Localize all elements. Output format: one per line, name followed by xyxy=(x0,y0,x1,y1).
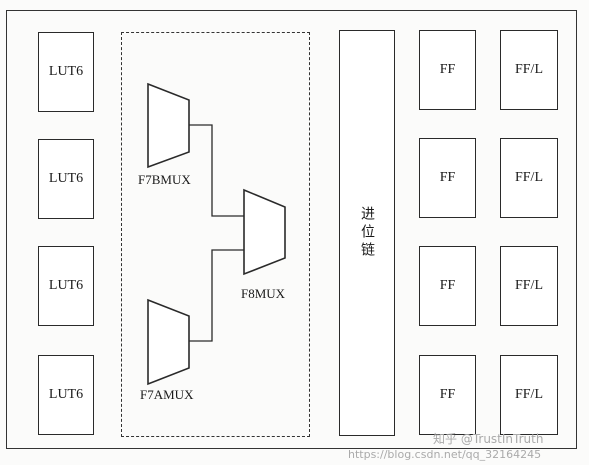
carry-chain-label: 进位链 xyxy=(359,206,375,260)
f8mux-shape xyxy=(243,188,286,276)
lut6-block-3: LUT6 xyxy=(38,246,94,326)
wire-f7a-to-f8 xyxy=(189,249,244,342)
watermark-zhihu: 知乎 @TrustInTruth xyxy=(433,432,544,446)
carry-chain-block: 进位链 xyxy=(339,30,395,436)
f7bmux-label: F7BMUX xyxy=(138,172,191,187)
wire-f7b-to-f8 xyxy=(189,124,244,217)
ffl-block-3: FF/L xyxy=(500,246,558,326)
ff-label: FF xyxy=(439,170,456,185)
ff-block-2: FF xyxy=(419,138,476,218)
ffl-label: FF/L xyxy=(514,170,543,185)
lut6-label: LUT6 xyxy=(48,387,84,402)
ff-block-3: FF xyxy=(419,246,476,326)
f7amux-label: F7AMUX xyxy=(140,387,194,402)
ffl-block-4: FF/L xyxy=(500,355,558,435)
ffl-label: FF/L xyxy=(514,387,543,402)
lut6-label: LUT6 xyxy=(48,64,84,79)
ff-label: FF xyxy=(439,62,456,77)
lut6-block-1: LUT6 xyxy=(38,32,94,112)
ff-label: FF xyxy=(439,387,456,402)
lut6-label: LUT6 xyxy=(48,171,84,186)
watermark-url: https://blog.csdn.net/qq_32164245 xyxy=(348,448,542,461)
mux-region xyxy=(121,32,310,437)
ffl-block-2: FF/L xyxy=(500,138,558,218)
f8mux-label: F8MUX xyxy=(241,286,286,301)
slice-frame xyxy=(6,10,577,449)
lut6-block-4: LUT6 xyxy=(38,355,94,435)
f7bmux-shape xyxy=(147,82,190,169)
f7amux-shape xyxy=(147,298,190,386)
lut6-label: LUT6 xyxy=(48,278,84,293)
ffl-block-1: FF/L xyxy=(500,30,558,110)
ff-label: FF xyxy=(439,278,456,293)
ff-block-1: FF xyxy=(419,30,476,110)
ffl-label: FF/L xyxy=(514,62,543,77)
lut6-block-2: LUT6 xyxy=(38,139,94,219)
ffl-label: FF/L xyxy=(514,278,543,293)
ff-block-4: FF xyxy=(419,355,476,435)
